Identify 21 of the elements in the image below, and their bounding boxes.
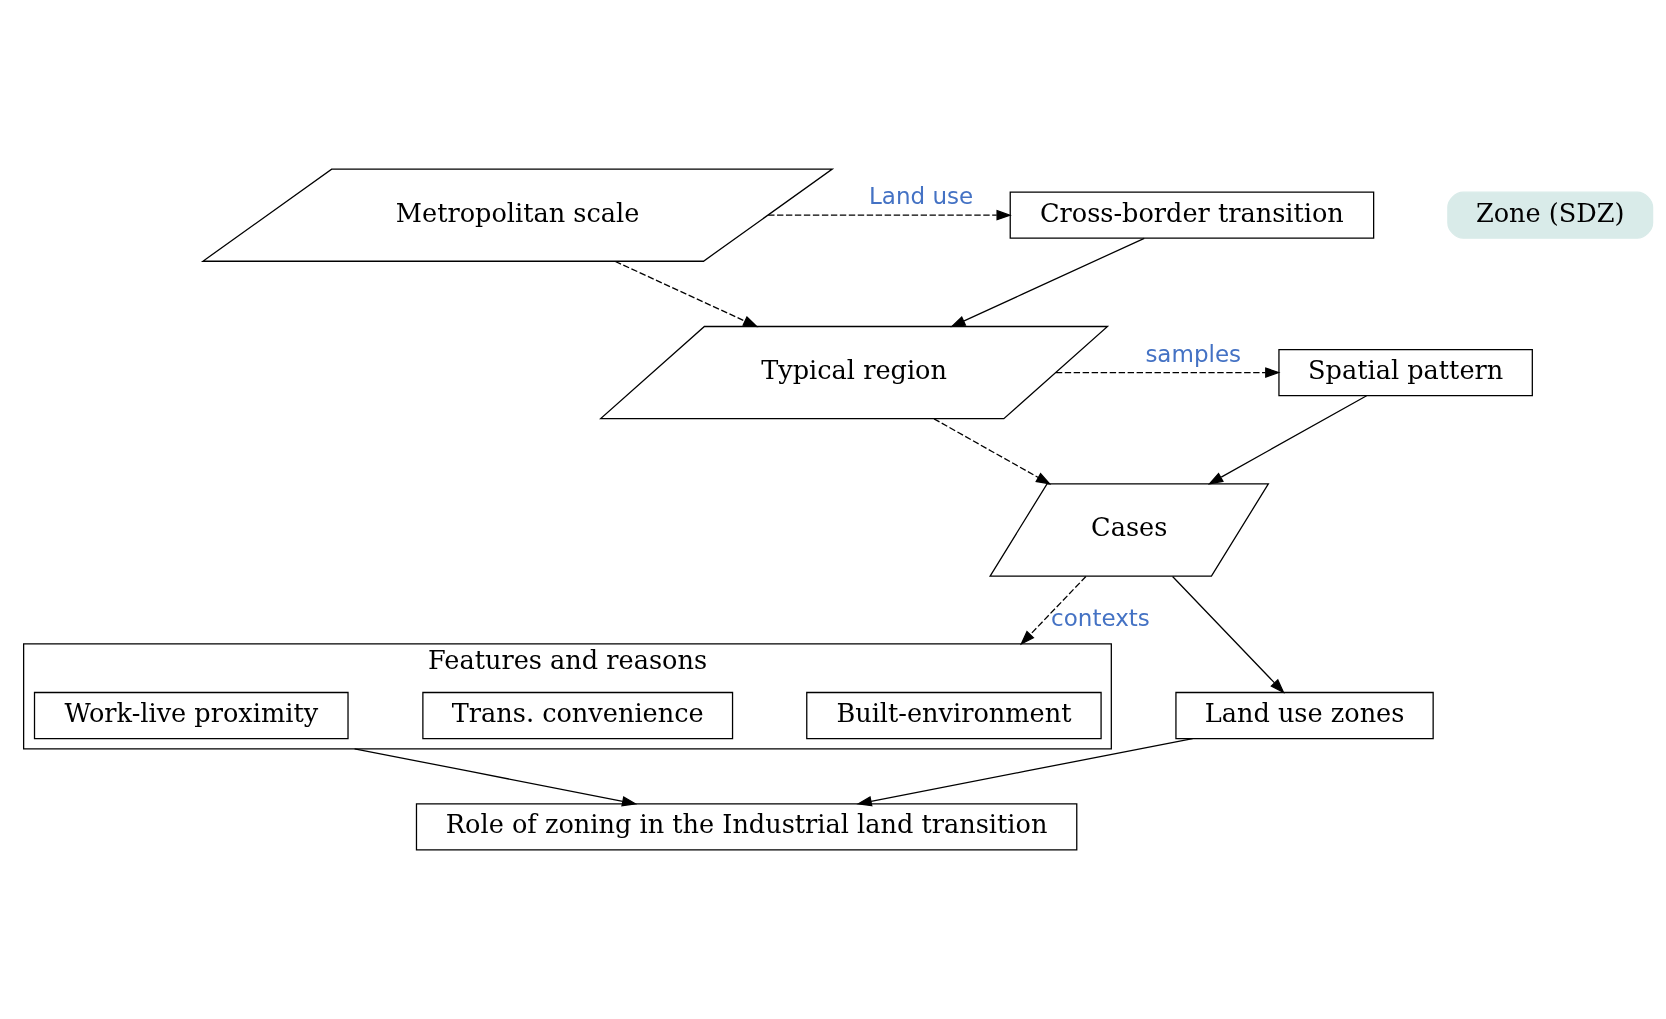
node-box: Land use zones bbox=[1175, 691, 1434, 740]
arrow bbox=[1055, 367, 1281, 378]
arrow bbox=[353, 748, 638, 807]
arrow bbox=[1171, 575, 1285, 694]
node-box: Cross-border transition bbox=[1009, 191, 1375, 239]
arrow bbox=[856, 738, 1194, 807]
arrow bbox=[614, 260, 759, 328]
arrow bbox=[933, 418, 1052, 485]
node-box: Spatial pattern bbox=[1278, 348, 1533, 397]
edge-label: samples bbox=[1145, 340, 1242, 367]
edge-label: contexts bbox=[1051, 605, 1150, 632]
arrow bbox=[767, 209, 1012, 221]
node-box: Role of zoning in the Industrial land transition bbox=[415, 803, 1078, 851]
node-box: Trans. convenience bbox=[422, 691, 734, 740]
arrow bbox=[950, 237, 1145, 328]
arrow bbox=[1207, 395, 1368, 485]
node-box: Work-live proximity bbox=[33, 691, 349, 740]
node-box: Zone (SDZ) bbox=[1447, 191, 1654, 239]
edge-label: Land use bbox=[869, 183, 974, 210]
arrow bbox=[1020, 575, 1087, 646]
node-box: Built-environment bbox=[806, 691, 1102, 740]
